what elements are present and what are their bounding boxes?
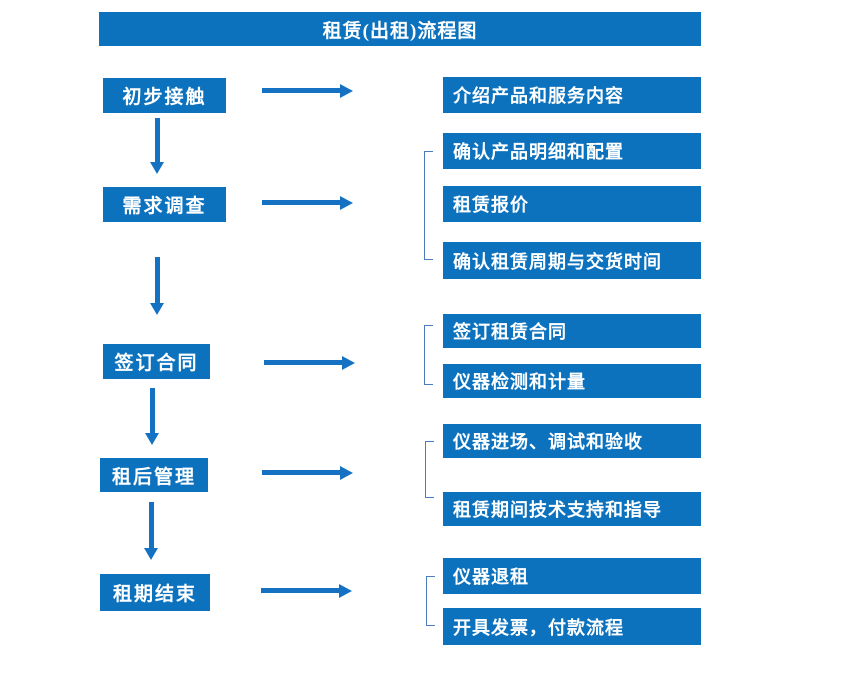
- down-arrow-icon: [145, 388, 159, 445]
- detail-box-rental-quotation: 租赁报价: [443, 186, 701, 222]
- group-bracket: [424, 151, 433, 260]
- step-box-initial-contact: 初步接触: [103, 78, 226, 113]
- detail-box-instrument-testing-metering: 仪器检测和计量: [443, 364, 701, 398]
- detail-box-instrument-return: 仪器退租: [443, 558, 701, 594]
- down-arrow-icon: [144, 502, 158, 560]
- group-bracket: [424, 325, 433, 385]
- down-arrow-icon: [150, 118, 164, 174]
- detail-box-sign-rental-contract: 签订租赁合同: [443, 314, 701, 348]
- step-box-post-rental-management: 租后管理: [100, 458, 208, 492]
- step-box-demand-survey: 需求调查: [103, 187, 226, 222]
- step-box-rental-end: 租期结束: [100, 574, 210, 611]
- group-bracket: [426, 576, 435, 626]
- down-arrow-icon: [150, 257, 164, 315]
- detail-box-rental-tech-support: 租赁期间技术支持和指导: [443, 492, 701, 526]
- right-arrow-icon: [262, 83, 353, 98]
- detail-box-instrument-entry-debug-acceptance: 仪器进场、调试和验收: [443, 424, 701, 458]
- detail-box-introduce-products-services: 介绍产品和服务内容: [443, 77, 701, 113]
- flowchart-title: 租赁(出租)流程图: [99, 12, 701, 46]
- right-arrow-icon: [261, 583, 352, 598]
- group-bracket: [425, 441, 434, 498]
- detail-box-confirm-rental-period-delivery: 确认租赁周期与交货时间: [443, 242, 701, 279]
- right-arrow-icon: [262, 195, 353, 210]
- right-arrow-icon: [262, 465, 353, 480]
- step-box-sign-contract: 签订合同: [103, 344, 210, 379]
- detail-box-confirm-product-details: 确认产品明细和配置: [443, 133, 701, 169]
- detail-box-invoice-payment-process: 开具发票，付款流程: [443, 608, 701, 645]
- right-arrow-icon: [264, 355, 355, 370]
